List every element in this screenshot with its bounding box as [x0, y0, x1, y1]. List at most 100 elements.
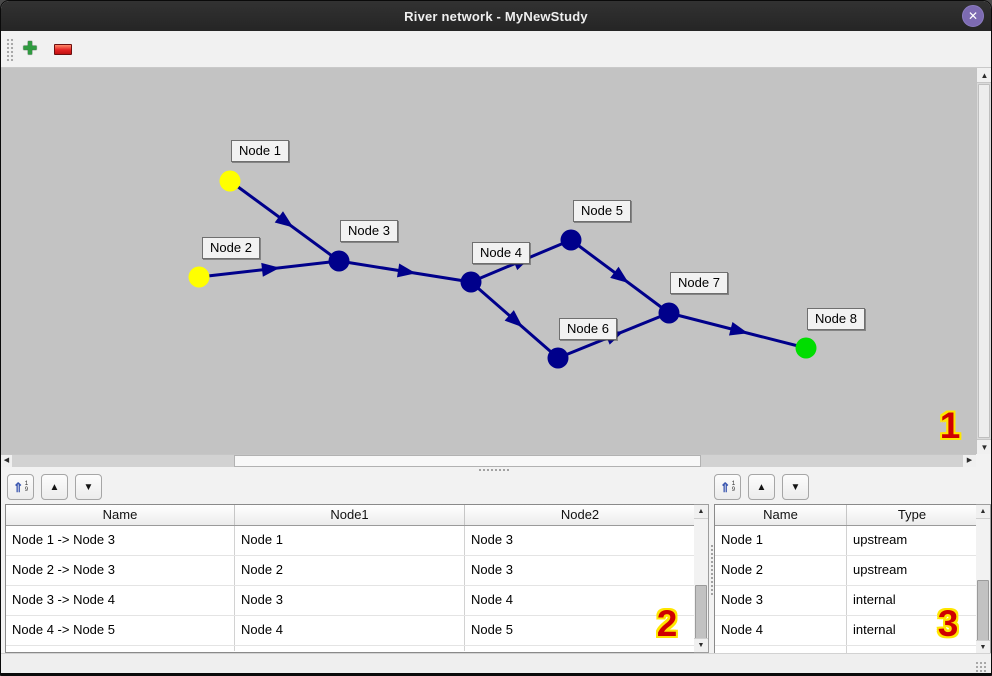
table-cell[interactable]: Node 1	[715, 526, 847, 555]
titlebar[interactable]: River network - MyNewStudy ✕	[1, 1, 991, 31]
node-label[interactable]: Node 3	[340, 220, 398, 242]
close-icon: ✕	[967, 8, 979, 23]
horizontal-scroll-thumb[interactable]	[234, 455, 701, 467]
nodes-table-scrollbar[interactable]: ▲ ▼	[976, 504, 991, 655]
column-header[interactable]: Type	[897, 507, 927, 522]
table-cell[interactable]: Node 4	[235, 616, 465, 645]
down-triangle-icon: ▼	[83, 481, 94, 493]
node-circle[interactable]	[658, 302, 680, 324]
node-label[interactable]: Node 6	[559, 318, 617, 340]
table-cell[interactable]: Node 3	[471, 532, 513, 547]
node-circle[interactable]	[460, 271, 482, 293]
table-cell	[847, 646, 977, 653]
reaches-table-scrollbar[interactable]: ▲ ▼	[694, 504, 709, 653]
table-cell[interactable]: Node 3	[235, 586, 465, 615]
table-cell[interactable]: Node 4 -> Node 5	[6, 616, 235, 645]
scroll-left-button[interactable]: ◀	[1, 455, 12, 467]
node-label[interactable]: Node 2	[202, 237, 260, 259]
node-circle[interactable]	[547, 347, 569, 369]
scroll-thumb[interactable]	[977, 580, 989, 642]
table-cell	[6, 646, 235, 651]
table-cell[interactable]: upstream	[853, 532, 908, 547]
table-cell[interactable]: Node 5	[471, 622, 513, 637]
table-cell[interactable]: Node 2 -> Node 3	[6, 556, 235, 585]
column-header[interactable]: Node2	[560, 507, 600, 522]
toolbar-drag-handle[interactable]	[6, 38, 15, 61]
resize-grip[interactable]	[975, 661, 988, 673]
canvas-horizontal-scrollbar[interactable]: ◀ ▶	[1, 454, 976, 467]
canvas-vertical-scrollbar[interactable]: ▲ ▼	[976, 68, 991, 454]
scroll-down-button[interactable]: ▼	[976, 640, 990, 654]
horizontal-splitter-handle[interactable]	[478, 468, 510, 473]
node-label[interactable]: Node 5	[573, 200, 631, 222]
scroll-right-button[interactable]: ▶	[963, 455, 976, 467]
scroll-down-button[interactable]: ▼	[694, 638, 708, 652]
table-row[interactable]: Node 3 internal	[715, 586, 977, 616]
minus-icon	[54, 43, 72, 55]
move-reach-up-button[interactable]: ▲	[41, 474, 68, 500]
node-circle[interactable]	[188, 266, 210, 288]
move-node-down-button[interactable]: ▼	[782, 474, 809, 500]
table-cell[interactable]: Node 3 -> Node 4	[6, 586, 235, 615]
table-cell[interactable]: Node 3	[471, 562, 513, 577]
status-bar	[1, 653, 991, 673]
node-circle[interactable]	[219, 170, 241, 192]
up-triangle-icon: ▲	[49, 481, 60, 493]
vertical-splitter-handle[interactable]	[710, 544, 715, 596]
table-row[interactable]: Node 1 upstream	[715, 526, 977, 556]
scroll-up-button[interactable]: ▲	[977, 68, 991, 83]
scroll-up-button[interactable]: ▲	[694, 505, 708, 519]
node-circle[interactable]	[795, 337, 817, 359]
node-circle[interactable]	[328, 250, 350, 272]
move-node-up-button[interactable]: ▲	[748, 474, 775, 500]
node-label[interactable]: Node 8	[807, 308, 865, 330]
table-cell[interactable]: Node 1 -> Node 3	[6, 526, 235, 555]
remove-button[interactable]	[49, 35, 77, 63]
add-button[interactable]: ✚	[16, 35, 44, 63]
column-header[interactable]: Name	[6, 505, 235, 525]
table-row[interactable]: Node 2 upstream	[715, 556, 977, 586]
table-cell[interactable]: Node 2	[715, 556, 847, 585]
table-cell[interactable]: upstream	[853, 562, 908, 577]
vertical-scroll-thumb[interactable]	[978, 84, 990, 438]
node-circle[interactable]	[560, 229, 582, 251]
column-header[interactable]: Name	[715, 505, 847, 525]
main-toolbar: ✚	[1, 31, 991, 68]
plus-icon: ✚	[22, 39, 38, 58]
move-reach-down-button[interactable]: ▼	[75, 474, 102, 500]
close-button[interactable]: ✕	[962, 5, 984, 27]
table-cell[interactable]: Node 2	[235, 556, 465, 585]
table-cell[interactable]: Node 3	[715, 586, 847, 615]
table-cell	[465, 646, 695, 651]
table-cell[interactable]: Node 1	[235, 526, 465, 555]
node-label[interactable]: Node 7	[670, 272, 728, 294]
scroll-thumb[interactable]	[695, 585, 707, 640]
flow-arrow-icon	[274, 211, 294, 228]
table-cell[interactable]: internal	[853, 592, 896, 607]
table-row[interactable]: Node 4 internal	[715, 616, 977, 646]
table-cell[interactable]: Node 4	[471, 592, 513, 607]
node-label[interactable]: Node 4	[472, 242, 530, 264]
node-label[interactable]: Node 1	[231, 140, 289, 162]
table-cell	[715, 646, 847, 653]
table-cell[interactable]: Node 4	[715, 616, 847, 645]
scroll-up-button[interactable]: ▲	[976, 505, 990, 519]
scroll-down-button[interactable]: ▼	[977, 439, 991, 454]
table-cell[interactable]: internal	[853, 622, 896, 637]
down-triangle-icon: ▼	[790, 481, 801, 493]
column-header[interactable]: Node1	[235, 505, 465, 525]
up-triangle-icon: ▲	[756, 481, 767, 493]
table-row-partial	[6, 646, 695, 651]
network-canvas[interactable]: Node 1 Node 2 Node 3 Node 4 Node 5 Node 6 Node…	[1, 68, 976, 454]
